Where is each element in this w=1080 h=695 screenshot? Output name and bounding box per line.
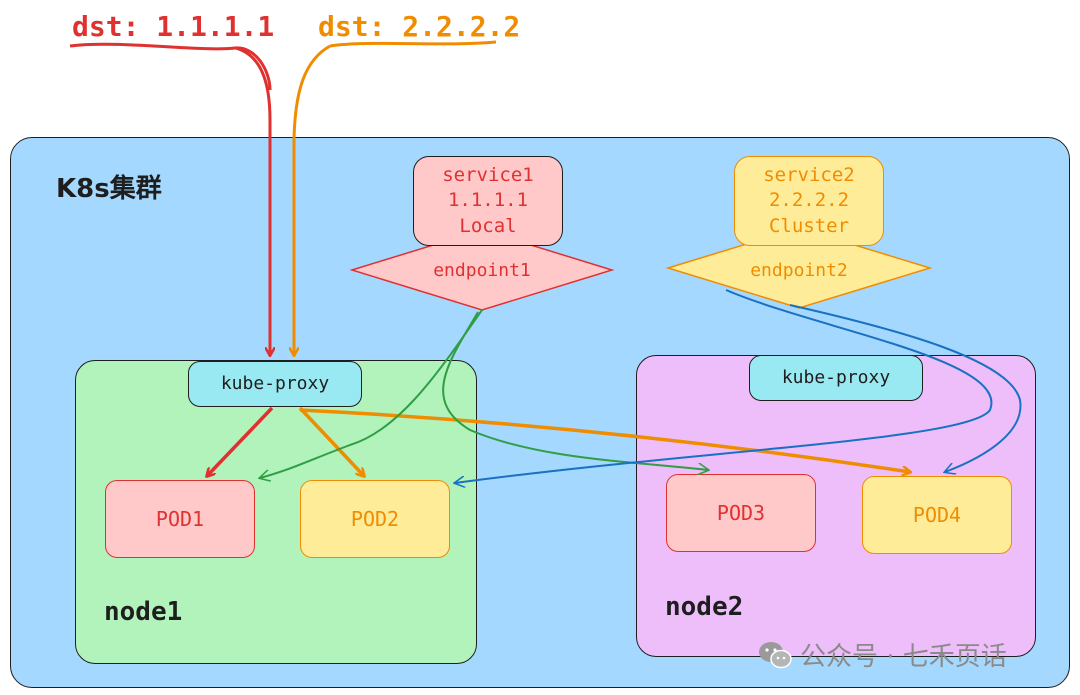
node1-kube-proxy: kube-proxy <box>188 361 362 407</box>
dst2-underline <box>329 40 497 48</box>
proxy-to-pod2-arrow <box>298 406 364 476</box>
cluster-title: K8s集群 <box>56 174 162 204</box>
dst1-underline <box>69 42 272 91</box>
service2-box: service2 2.2.2.2 Cluster <box>734 156 884 246</box>
service1-policy: Local <box>459 214 517 237</box>
dst2-label: dst: 2.2.2.2 <box>318 10 521 43</box>
pod4: POD4 <box>862 476 1012 554</box>
watermark-text: 公众号 · 七禾页话 <box>800 642 1007 672</box>
pod2: POD2 <box>300 480 450 558</box>
endpoint1-to-pod3-arrow <box>442 311 708 470</box>
node2-label: node2 <box>665 592 744 622</box>
dst2-arrow <box>294 44 331 355</box>
node2-kube-proxy: kube-proxy <box>749 355 923 401</box>
endpoint2-to-pod2-arrow <box>455 289 993 483</box>
wechat-icon <box>759 641 792 668</box>
dst1-arrow <box>235 46 270 355</box>
pod3: POD3 <box>666 474 816 552</box>
service2-policy: Cluster <box>768 214 850 237</box>
service1-name: service1 <box>442 163 534 186</box>
dst1-label: dst: 1.1.1.1 <box>72 10 275 43</box>
endpoint1-to-pod1-arrow <box>260 309 483 478</box>
proxy-to-pod4-arrow <box>299 408 910 472</box>
endpoint1-label: endpoint1 <box>433 259 531 281</box>
service2-name: service2 <box>763 163 855 186</box>
watermark: 公众号 · 七禾页话 <box>758 636 1007 673</box>
service1-box: service1 1.1.1.1 Local <box>413 156 563 246</box>
endpoint2-to-pod4-arrow <box>789 304 1022 472</box>
endpoint2-label: endpoint2 <box>750 259 848 281</box>
proxy-to-pod1-arrow <box>207 406 274 476</box>
service1-ip: 1.1.1.1 <box>447 189 529 212</box>
service2-ip: 2.2.2.2 <box>768 189 850 212</box>
node1-label: node1 <box>104 597 183 627</box>
pod1: POD1 <box>105 480 255 558</box>
